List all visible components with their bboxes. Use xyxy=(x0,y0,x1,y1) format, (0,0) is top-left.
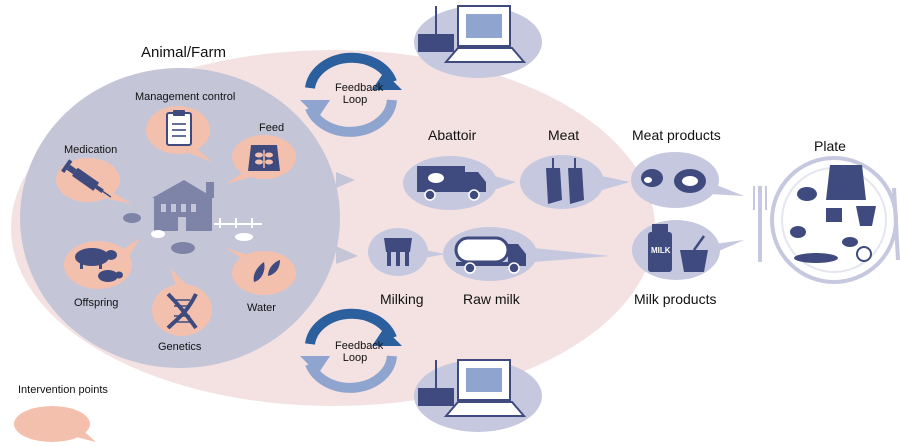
water-label: Water xyxy=(247,302,276,314)
plate-label: Plate xyxy=(814,138,846,154)
farm-title: Animal/Farm xyxy=(141,44,227,61)
milk-products-label: Milk products xyxy=(634,291,717,307)
pig-icon xyxy=(75,248,123,282)
water-bubble xyxy=(226,248,296,295)
meat-hanging-icon xyxy=(546,158,584,204)
feedback-loop-icon xyxy=(300,52,402,137)
medication-label: Medication xyxy=(64,144,118,156)
water-drops-icon xyxy=(253,260,280,282)
offspring-label: Offspring xyxy=(74,297,119,309)
tanker-truck-icon xyxy=(454,236,526,274)
feedback-loop-top-label: Feedback Loop xyxy=(335,82,384,106)
plate-icon xyxy=(753,156,900,284)
syringe-icon xyxy=(61,159,112,198)
sausage-icon xyxy=(641,169,663,187)
laptop-icon xyxy=(414,359,542,432)
management-label: Management control xyxy=(135,91,236,103)
feed-label: Feed xyxy=(259,122,285,134)
meat-label: Meat xyxy=(548,127,580,143)
abattoir-label: Abattoir xyxy=(428,127,477,143)
milking-label: Milking xyxy=(380,291,424,307)
clipboard-icon xyxy=(166,110,192,146)
intervention-legend-bubble xyxy=(14,406,96,442)
steak-icon xyxy=(674,169,706,193)
farm-house-icon xyxy=(123,180,262,254)
milk-carton-text: MILK xyxy=(651,246,671,255)
milk-carton-icon xyxy=(648,224,672,272)
yogurt-icon xyxy=(680,235,708,272)
feedback-loop-bottom-label: Feedback Loop xyxy=(335,340,384,364)
truck-icon xyxy=(417,166,486,201)
laptop-icon xyxy=(414,5,542,78)
udder-icon xyxy=(384,238,412,266)
intervention-points-label: Intervention points xyxy=(18,384,108,396)
raw-milk-label: Raw milk xyxy=(463,291,520,307)
genetics-label: Genetics xyxy=(158,341,202,353)
feedback-loop-icon xyxy=(300,308,402,393)
meat-products-label: Meat products xyxy=(632,127,721,143)
feed-bag-icon xyxy=(248,145,280,171)
dna-icon xyxy=(166,292,198,330)
